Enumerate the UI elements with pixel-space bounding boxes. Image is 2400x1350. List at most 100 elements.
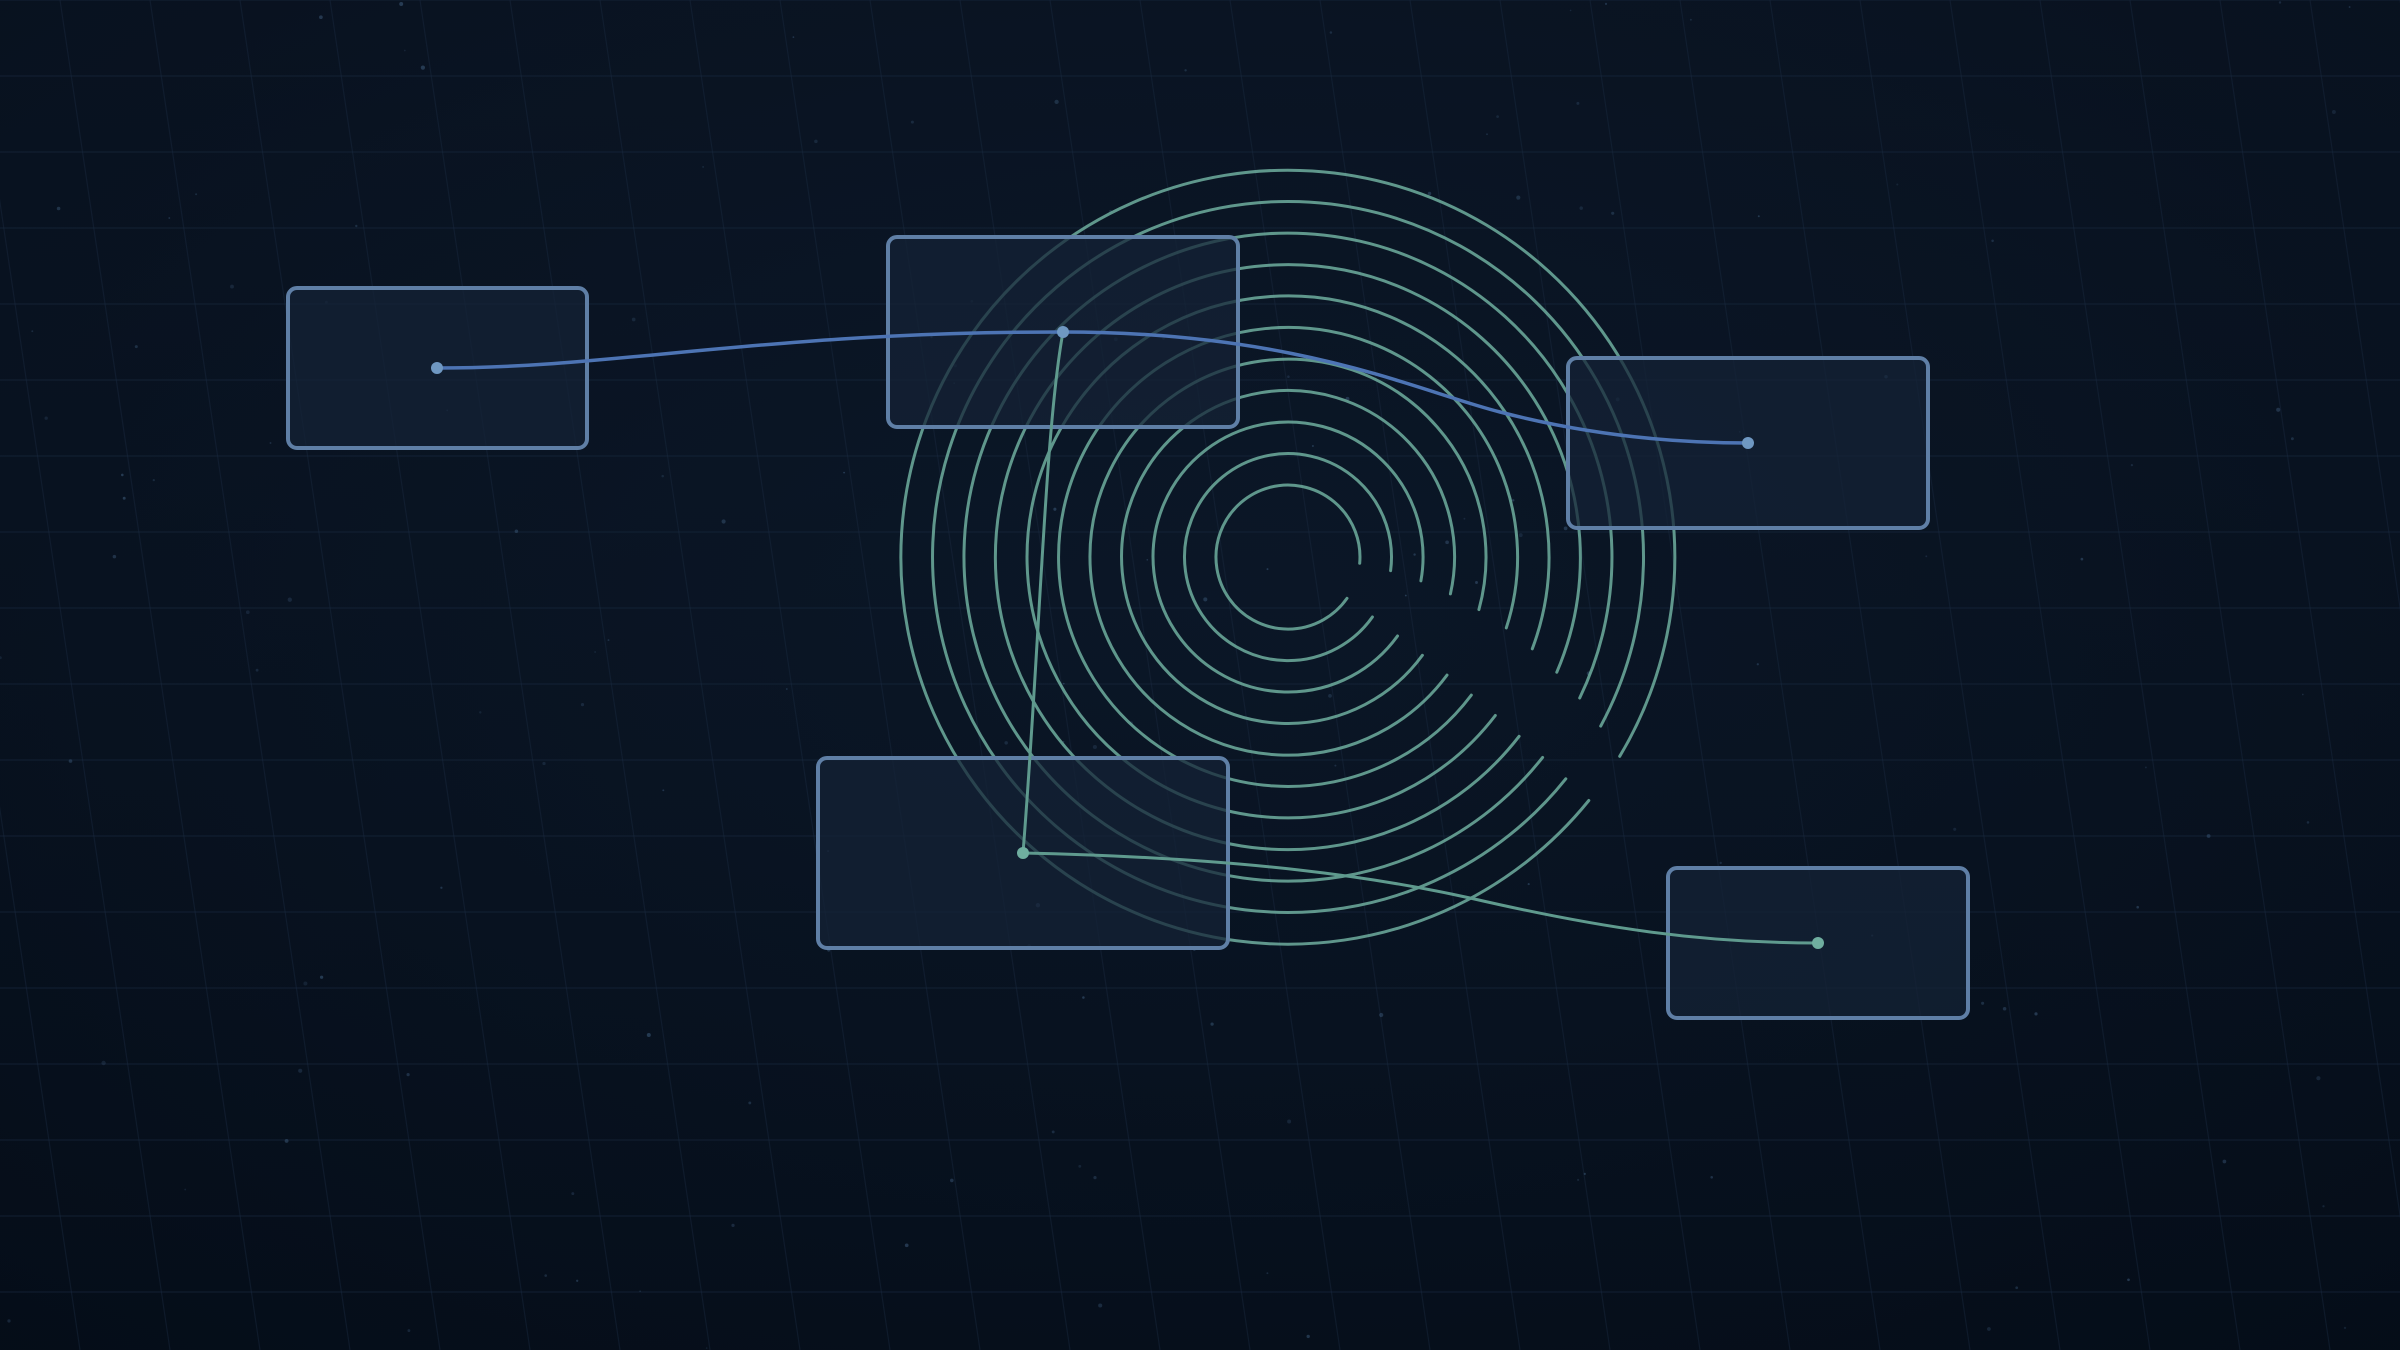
background-speck <box>269 442 272 444</box>
background-speck <box>2316 1076 2321 1081</box>
background-speck <box>814 139 818 144</box>
background-speck <box>571 1192 575 1196</box>
background-speck <box>1146 558 1149 561</box>
background-speck <box>2276 407 2281 412</box>
background-speck <box>1051 1130 1055 1134</box>
connector-node4-node5[interactable] <box>1021 851 1820 945</box>
grid-line-slanted <box>149 0 351 1350</box>
background-speck <box>1486 133 1488 136</box>
background-speck <box>1527 883 1530 886</box>
background-speck <box>544 1274 547 1277</box>
background-speck <box>785 688 788 690</box>
background-speck <box>2130 463 2134 467</box>
background-speck <box>479 711 482 714</box>
ring-arc <box>1214 483 1362 631</box>
anchor-dot-node-3[interactable] <box>1742 437 1754 449</box>
grid-line-slanted <box>1049 0 1251 1350</box>
background-speck <box>731 1223 735 1228</box>
connector-node2-node4[interactable] <box>1021 330 1065 855</box>
background-speck <box>748 1101 752 1105</box>
background-speck <box>1098 1303 1103 1308</box>
background-speck <box>1991 239 1994 243</box>
anchor-dot-node-5[interactable] <box>1812 937 1824 949</box>
grid-line-slanted <box>1319 0 1521 1350</box>
background-speck <box>7 1319 11 1323</box>
background-speck <box>594 651 596 653</box>
background-speck <box>230 284 234 289</box>
anchor-dot-node-2[interactable] <box>1057 326 1069 338</box>
anchor-dot-node-1[interactable] <box>431 362 443 374</box>
background-speck <box>1210 1022 1214 1026</box>
background-speck <box>1579 206 1583 210</box>
background-speck <box>514 529 519 534</box>
background-speck <box>1092 744 1097 750</box>
background-speck <box>406 1073 410 1077</box>
ring-arc <box>1151 420 1425 694</box>
background-speck <box>1306 1334 1310 1339</box>
background-speck <box>1334 764 1337 767</box>
ring-arc <box>1183 452 1393 663</box>
background-speck <box>2002 1006 2007 1011</box>
background-speck <box>1329 31 1333 34</box>
background-speck <box>0 656 2 660</box>
background-speck <box>319 15 323 20</box>
connector-node1-node2-node3[interactable] <box>435 330 1750 445</box>
background-speck <box>2348 6 2351 8</box>
background-speck <box>355 224 358 228</box>
background-speck <box>399 2 404 6</box>
background-speck <box>646 1033 651 1037</box>
background-speck <box>1987 1327 1991 1331</box>
background-speck <box>702 165 705 168</box>
ring-arc <box>1120 388 1456 725</box>
background-speck <box>1583 1172 1586 1176</box>
grid-line-slanted <box>599 0 801 1350</box>
grid-line-slanted <box>509 0 711 1350</box>
grid-line-slanted <box>1679 0 1881 1350</box>
background-speck <box>420 65 426 70</box>
background-speck <box>284 1138 289 1143</box>
background-speck <box>1475 581 1478 584</box>
background-speck <box>792 36 795 38</box>
background-speck <box>44 416 48 420</box>
background-speck <box>2222 1159 2227 1164</box>
anchor-dot-node-4[interactable] <box>1017 847 1029 859</box>
grid-line-slanted <box>329 0 531 1350</box>
background-speck <box>134 345 138 349</box>
ring-arc <box>1088 357 1488 757</box>
background-speck <box>112 554 117 559</box>
background-speck <box>184 1188 187 1191</box>
background-speck <box>661 474 664 478</box>
grid-line-slanted <box>2219 0 2400 1220</box>
background-speck <box>1427 191 1432 196</box>
background-speck <box>904 1243 909 1248</box>
background-speck <box>1496 115 1499 118</box>
background-speck <box>2034 1012 2038 1016</box>
background-speck <box>1062 682 1065 685</box>
background-speck <box>1518 533 1523 538</box>
background-speck <box>1266 1272 1269 1275</box>
grid-line-slanted <box>0 198 171 1350</box>
grid-line-slanted <box>2039 0 2241 1350</box>
background-speck <box>2206 834 2211 838</box>
background-speck <box>1756 663 1759 666</box>
background-speck <box>168 217 171 219</box>
background-speck <box>1287 1119 1292 1124</box>
grid-line-slanted <box>959 0 1161 1350</box>
background-speck <box>1093 1175 1097 1180</box>
background-speck <box>2331 110 2336 114</box>
background-speck <box>1266 568 1269 571</box>
background-speck <box>122 496 126 500</box>
background-speck <box>287 597 292 602</box>
background-speck <box>721 519 726 524</box>
background-speck <box>2290 437 2294 441</box>
background-speck <box>1078 1164 1082 1168</box>
background-speck <box>255 668 259 672</box>
background-speck <box>303 981 308 986</box>
background-speck <box>631 317 636 322</box>
background-speck <box>1511 499 1515 502</box>
background-speck <box>245 610 250 615</box>
background-speck <box>1896 183 1899 186</box>
background-speck <box>705 1347 708 1349</box>
background-speck <box>2301 693 2304 696</box>
background-speck <box>1604 2 1608 5</box>
